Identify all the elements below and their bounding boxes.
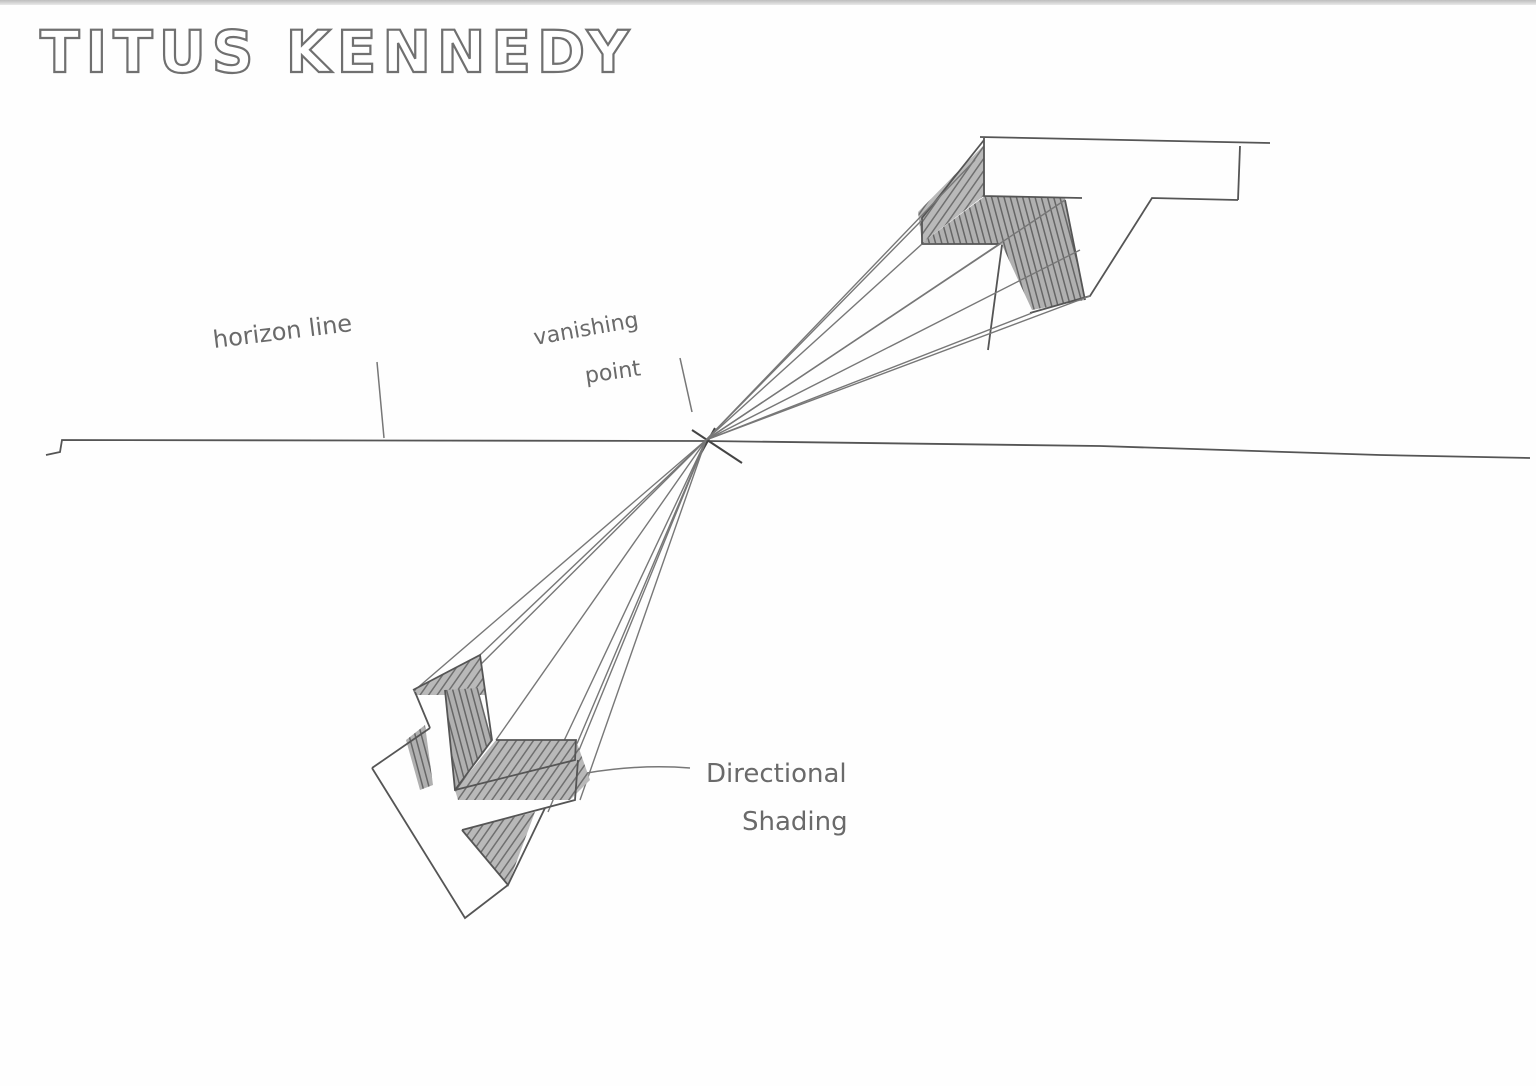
vanishing-point-label-line2: point [583, 356, 642, 389]
horizon-line [45, 439, 1531, 459]
horizon-line-label: horizon line [211, 309, 353, 354]
vanishing-point-label-line1: vanishing [532, 308, 641, 351]
title-bubble-letters: TITUS KENNEDY [39, 17, 635, 87]
paper-edge [0, 0, 1536, 5]
directional-shading-label-line1: Directional [706, 759, 847, 789]
directional-shading-label-line2: Shading [742, 807, 848, 837]
vanishing-lines [414, 159, 1091, 813]
lower-letter-form [371, 653, 590, 920]
upper-letter-form [918, 136, 1271, 351]
label-pointers [376, 357, 693, 774]
page-title: TITUS KENNEDY [40, 18, 635, 86]
